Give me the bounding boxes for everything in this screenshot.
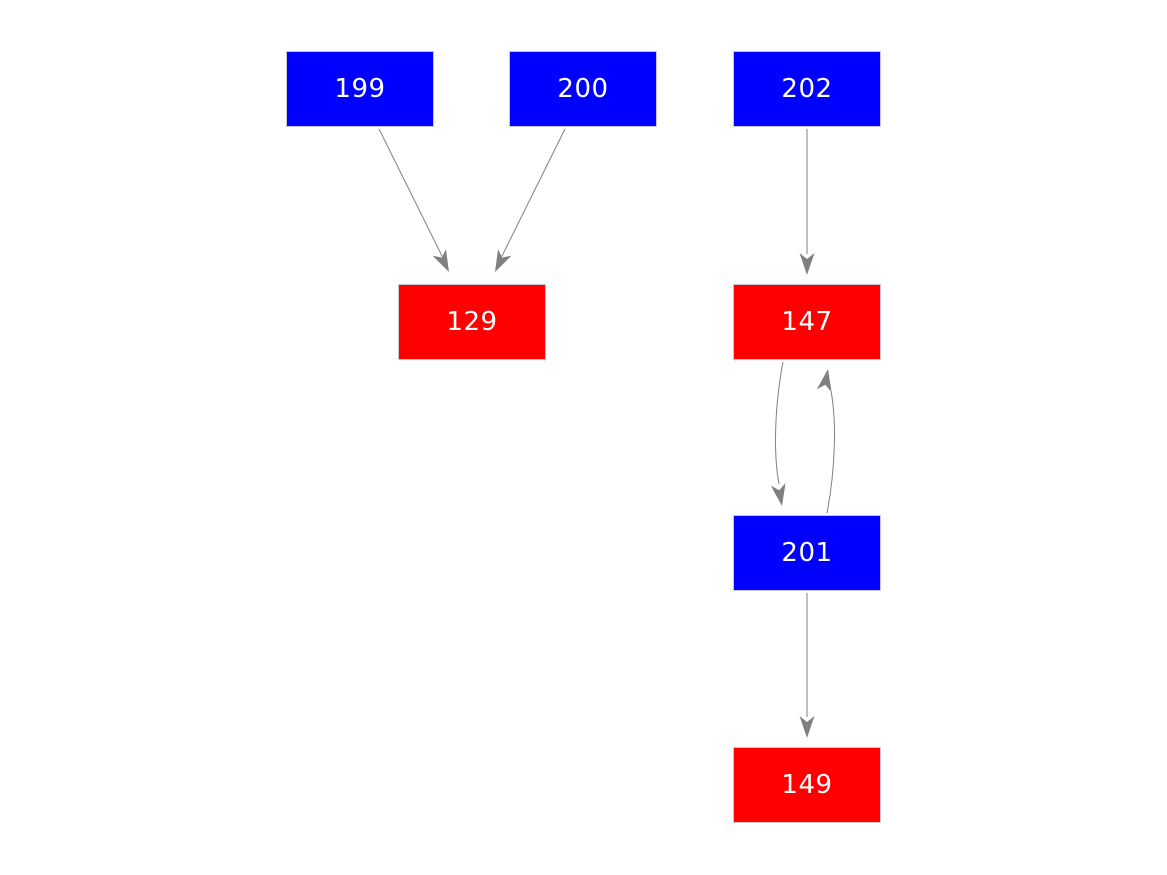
graph-node-201[interactable]: 201 [733,515,881,591]
arrowhead-199-to-129 [432,248,449,272]
node-label: 129 [446,307,498,337]
node-label: 201 [781,538,833,568]
node-label: 202 [781,74,833,104]
node-label: 147 [781,307,833,337]
node-label: 200 [557,74,609,104]
graph-edge-200-to-129 [497,128,566,265]
graph-edge-147-to-201 [775,361,784,485]
arrowhead-201-to-147 [816,369,832,392]
node-label: 199 [334,74,386,104]
arrowheads-group [432,248,832,738]
arrowhead-201-to-149 [799,716,815,738]
graph-node-199[interactable]: 199 [286,51,434,127]
graph-node-202[interactable]: 202 [733,51,881,127]
graph-edge-201-to-147 [826,390,835,514]
arrowhead-200-to-129 [495,248,512,272]
graph-edge-199-to-129 [378,128,447,265]
node-label: 149 [781,770,833,800]
edges-group [378,128,835,717]
graph-node-147[interactable]: 147 [733,284,881,360]
graph-node-129[interactable]: 129 [398,284,546,360]
arrowhead-202-to-147 [799,253,815,275]
graph-node-149[interactable]: 149 [733,747,881,823]
graph-node-200[interactable]: 200 [509,51,657,127]
arrowhead-147-to-201 [770,483,786,506]
